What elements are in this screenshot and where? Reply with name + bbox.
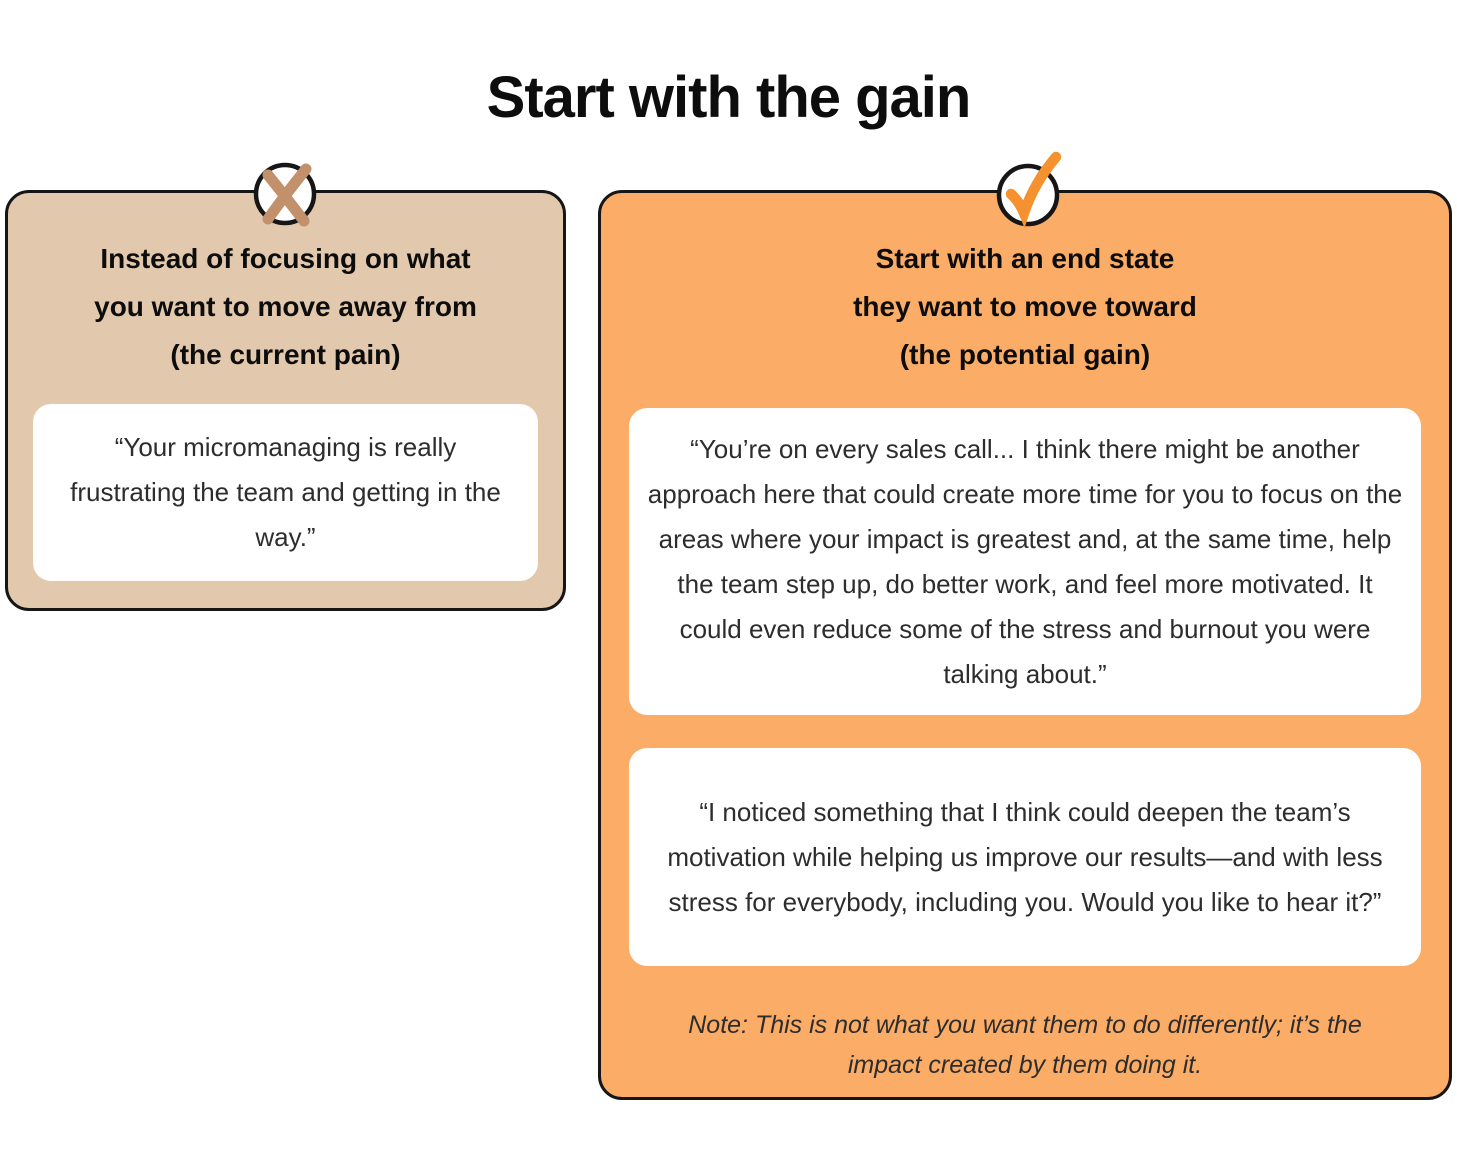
quote-card-pain: “Your micromanaging is really frustratin… [33,404,538,581]
right-heading-line-3: (the potential gain) [899,339,1151,370]
page-title: Start with the gain [486,65,972,130]
quote-text-gain-1: “You’re on every sales call... I think t… [647,433,1403,689]
left-heading-line-3: (the current pain) [170,339,401,370]
right-heading-line-1: Start with an end state [875,243,1175,274]
quote-text-gain-2: “I noticed something that I think could … [667,796,1383,917]
left-heading-line-2: you want to move away from [94,291,477,322]
x-mark-icon [253,162,317,227]
quote-text-pain: “Your micromanaging is really frustratin… [70,432,501,552]
quote-card-gain-1: “You’re on every sales call... I think t… [629,408,1421,715]
panel-current-pain: Instead of focusing on what you want to … [5,190,566,611]
left-panel-heading: Instead of focusing on what you want to … [8,235,563,379]
right-panel-heading: Start with an end state they want to mov… [601,235,1449,379]
note-text: Note: This is not what you want them to … [688,1011,1362,1079]
panel-potential-gain: Start with an end state they want to mov… [598,190,1452,1100]
left-heading-line-1: Instead of focusing on what [100,243,471,274]
right-heading-line-2: they want to move toward [853,291,1197,322]
quote-card-gain-2: “I noticed something that I think could … [629,748,1421,966]
check-mark-icon [996,151,1062,228]
